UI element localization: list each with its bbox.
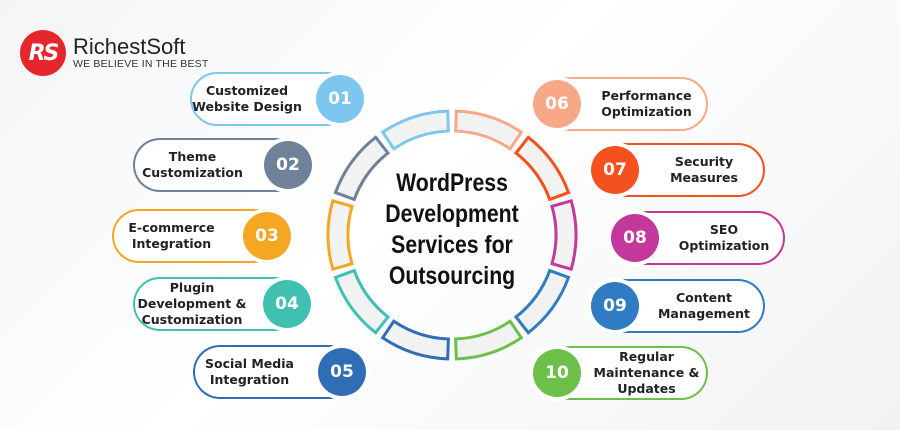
brand-name: RichestSoft xyxy=(73,34,186,59)
number-badge: 02 xyxy=(264,141,312,189)
service-label: SEO Optimization xyxy=(678,222,770,253)
service-item-05: Social Media Integration xyxy=(193,345,342,399)
number-badge: 07 xyxy=(591,146,639,194)
ring-segment-08 xyxy=(550,198,578,272)
number-badge: 08 xyxy=(611,214,659,262)
segmented-ring xyxy=(326,109,578,361)
service-item-03: E-commerce Integration xyxy=(112,209,267,263)
service-label: Customized Website Design xyxy=(192,83,302,114)
logo: RS RichestSoft WE BELIEVE IN THE BEST xyxy=(20,30,209,76)
ring-segment-05 xyxy=(380,319,450,361)
service-label: Social Media Integration xyxy=(205,356,294,387)
service-label: Performance Optimization xyxy=(601,88,692,119)
number-badge: 06 xyxy=(533,80,581,128)
ring-segment-03 xyxy=(326,198,354,272)
center-title: WordPress Development Services for Outso… xyxy=(385,169,519,290)
ring-segment-02 xyxy=(333,135,391,202)
service-label: Security Measures xyxy=(670,154,738,185)
service-label: Theme Customization xyxy=(142,149,243,180)
number-badge: 03 xyxy=(243,212,291,260)
service-label: Plugin Development & Customization xyxy=(137,280,247,327)
logo-mark: RS xyxy=(20,30,66,76)
number-badge: 10 xyxy=(533,349,581,397)
number-badge: 09 xyxy=(591,282,639,330)
ring-segment-10 xyxy=(454,319,524,361)
number-badge: 05 xyxy=(318,348,366,396)
service-label: E-commerce Integration xyxy=(128,220,215,251)
number-badge: 01 xyxy=(316,75,364,123)
ring-segment-09 xyxy=(513,268,571,335)
service-item-01: Customized Website Design xyxy=(190,72,340,126)
brand-tagline: WE BELIEVE IN THE BEST xyxy=(73,58,209,70)
ring-segment-01 xyxy=(380,109,450,151)
service-item-09: Content Management xyxy=(615,279,765,333)
ring-segment-07 xyxy=(513,135,571,202)
service-item-04: Plugin Development & Customization xyxy=(133,277,287,331)
service-item-06: Performance Optimization xyxy=(557,77,708,131)
service-item-02: Theme Customization xyxy=(133,138,288,192)
ring-segment-06 xyxy=(454,109,524,151)
number-badge: 04 xyxy=(263,280,311,328)
service-item-08: SEO Optimization xyxy=(635,211,785,265)
ring-segment-04 xyxy=(333,268,391,335)
service-item-07: Security Measures xyxy=(615,143,765,197)
service-label: Content Management xyxy=(657,290,750,321)
service-label: Regular Maintenance & Updates xyxy=(593,349,700,396)
service-item-10: Regular Maintenance & Updates xyxy=(557,346,708,400)
